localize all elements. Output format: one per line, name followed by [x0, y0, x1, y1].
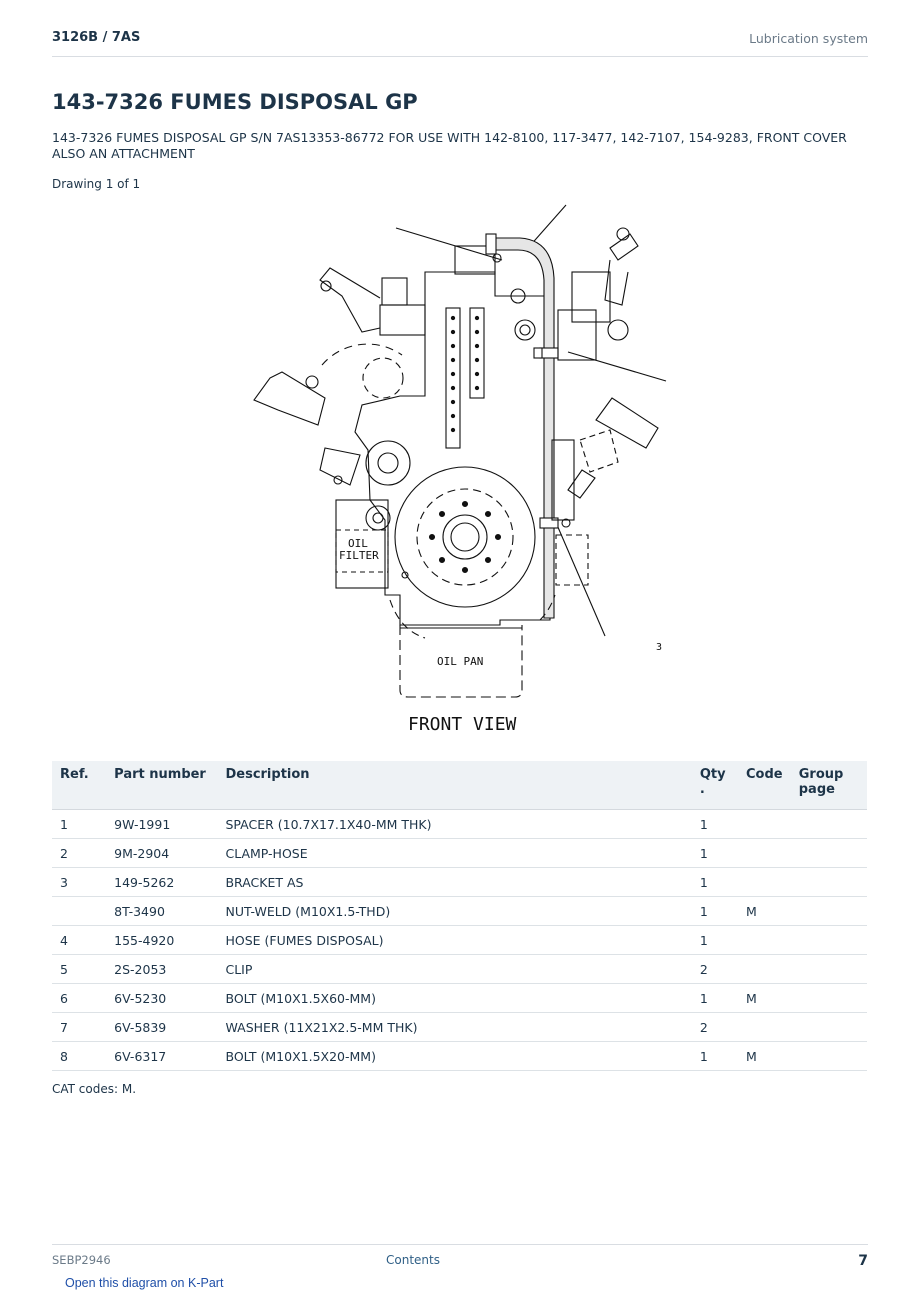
oil-filter-label: OIL [348, 537, 368, 550]
diagram-mark: 3 [656, 642, 662, 653]
page-footer: SEBP2946 Contents 7 [52, 1244, 868, 1275]
oil-pan-label: OIL PAN [437, 655, 483, 668]
column-header-group-page: Group page [790, 761, 867, 810]
parts-table: Ref. Part number Description Qty. Code G… [52, 761, 867, 1071]
table-header-row: Ref. Part number Description Qty. Code G… [52, 761, 867, 810]
oil-filter-label: FILTER [339, 549, 379, 562]
model-code: 3126B / 7AS [52, 30, 141, 45]
kpart-link[interactable]: Open this diagram on K-Part [65, 1276, 224, 1290]
cat-codes-note: CAT codes: M. [52, 1082, 137, 1096]
page-header: 3126B / 7AS Lubrication system [52, 28, 868, 57]
document-id: SEBP2946 [52, 1253, 111, 1267]
column-header-qty: Qty. [691, 761, 738, 810]
page-number: 7 [858, 1253, 868, 1269]
leader-line [567, 351, 667, 382]
section-name: Lubrication system [749, 31, 868, 46]
leader-line [395, 227, 503, 261]
page-title: 143-7326 FUMES DISPOSAL GP [52, 90, 418, 114]
column-header-ref: Ref. [52, 761, 107, 810]
column-header-description: Description [217, 761, 692, 810]
group-description: 143-7326 FUMES DISPOSAL GP S/N 7AS13353-… [52, 130, 847, 161]
view-label: FRONT VIEW [408, 714, 517, 735]
column-header-part-number: Part number [106, 761, 218, 810]
leader-line [553, 517, 606, 637]
column-header-code: Code [737, 761, 791, 810]
contents-link[interactable]: Contents [386, 1253, 440, 1267]
engine-front-view-diagram[interactable]: OIL FILTER OIL PAN 3 FRONT VIEW [250, 200, 680, 745]
drawing-count: Drawing 1 of 1 [52, 177, 141, 191]
